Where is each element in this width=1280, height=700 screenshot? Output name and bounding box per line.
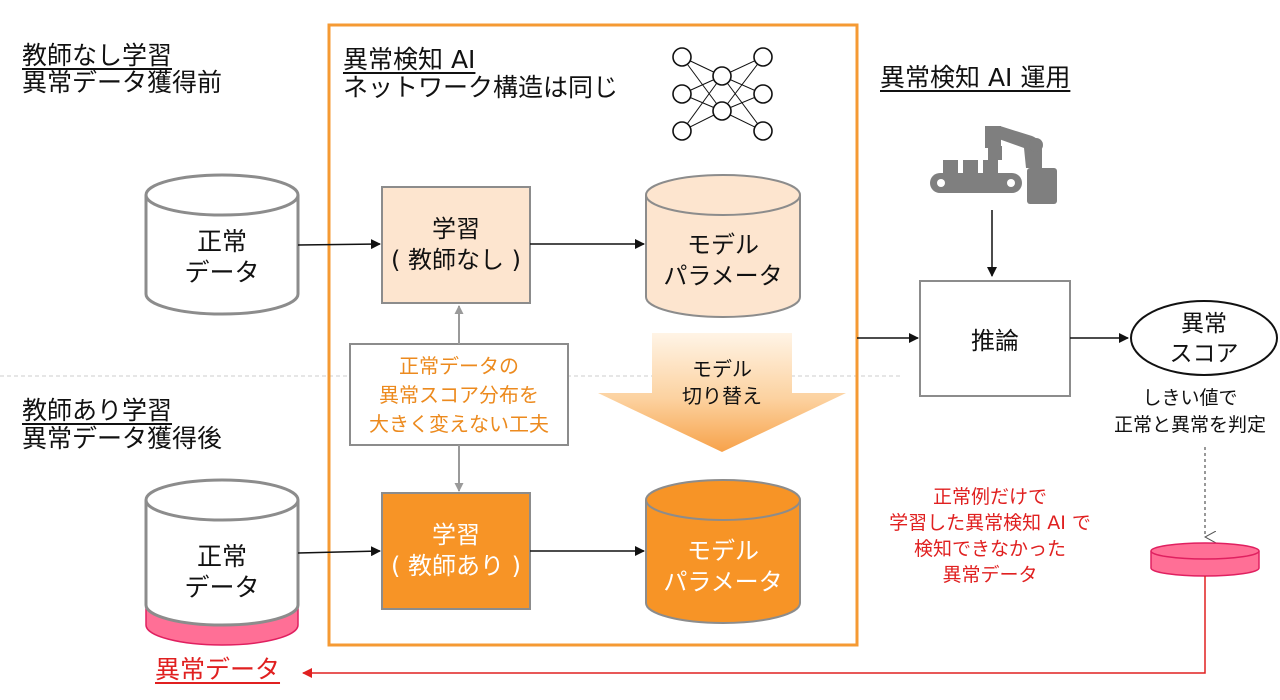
score-line2: スコア xyxy=(1169,341,1239,367)
model-label-line2: パラメータ xyxy=(663,262,783,290)
model-label-line1: モデル xyxy=(687,231,759,259)
missed-anomaly-note: 正常例だけで 学習した異常検知 AI で 検知できなかった 異常データ xyxy=(880,484,1100,588)
operation-title: 異常検知 AI 運用 xyxy=(880,63,1071,92)
anomaly-score-label: 異常 スコア xyxy=(1131,308,1277,370)
neural-network-icon xyxy=(672,47,773,141)
normal-data-label-bottom: 正常 データ xyxy=(146,537,298,607)
data-label-line1: 正常 xyxy=(196,227,247,256)
switch-line2: 切り替え xyxy=(682,384,762,408)
model-label-line1: モデル xyxy=(687,537,759,565)
robot-arm-icon xyxy=(930,126,1057,204)
supervised-subtitle: 異常データ獲得後 xyxy=(22,424,223,453)
threshold-line1: しきい値で xyxy=(1142,387,1238,409)
train-label-line1: 学習 xyxy=(432,521,480,549)
data-label-line2: データ xyxy=(184,258,260,287)
model-switch-label: モデル 切り替え xyxy=(662,356,782,410)
anomaly-score-ellipse xyxy=(1130,300,1278,376)
train-unsupervised-box xyxy=(381,186,531,304)
threshold-text: しきい値で 正常と異常を判定 xyxy=(1100,384,1280,440)
unsupervised-subtitle: 異常データ獲得前 xyxy=(22,68,223,97)
data-label-line2: データ xyxy=(184,573,260,602)
model-params-cylinder-bottom xyxy=(645,479,801,624)
train-label-line2: ( 教師あり ) xyxy=(391,552,521,580)
normal-data-cylinder-top xyxy=(144,173,300,316)
train-label-line1: 学習 xyxy=(432,215,480,243)
model-params-label-bottom: モデル パラメータ xyxy=(646,534,800,600)
model-switch-arrow xyxy=(598,333,846,452)
technique-text: 正常データの 異常スコア分布を 大きく変えない工夫 xyxy=(350,348,568,442)
model-label-line2: パラメータ xyxy=(663,568,783,596)
train-supervised-label: 学習 ( 教師あり ) xyxy=(382,516,530,586)
unsupervised-title: 教師なし学習 xyxy=(22,41,173,70)
anomaly-data-label: 異常データ xyxy=(155,655,281,684)
train-label-line2: ( 教師なし ) xyxy=(391,246,521,274)
missed-line2: 学習した異常検知 AI で xyxy=(889,512,1091,534)
anomaly-feedback-line xyxy=(302,576,1206,678)
data-label-line1: 正常 xyxy=(196,542,247,571)
model-params-cylinder-top xyxy=(645,174,801,318)
technique-line2: 異常スコア分布を xyxy=(379,382,539,407)
normal-data-cylinder-bottom xyxy=(144,478,300,646)
technique-box xyxy=(349,343,569,446)
train-unsupervised-label: 学習 ( 教師なし ) xyxy=(382,210,530,280)
ai-box-subtitle: ネットワーク構造は同じ xyxy=(343,73,619,102)
threshold-line2: 正常と異常を判定 xyxy=(1113,414,1266,436)
model-params-label-top: モデル パラメータ xyxy=(646,228,800,294)
missed-line1: 正常例だけで xyxy=(932,486,1047,508)
missed-line4: 異常データ xyxy=(942,564,1038,586)
switch-line1: モデル xyxy=(692,357,752,381)
inference-label: 推論 xyxy=(971,326,1019,355)
technique-line1: 正常データの xyxy=(399,353,519,378)
score-line1: 異常 xyxy=(1181,311,1227,337)
inference-box xyxy=(919,280,1071,397)
ai-box-title: 異常検知 AI xyxy=(343,45,476,74)
supervised-title: 教師あり学習 xyxy=(22,396,173,425)
missed-anomaly-disk xyxy=(1150,542,1260,577)
technique-line3: 大きく変えない工夫 xyxy=(369,411,549,436)
missed-line3: 検知できなかった xyxy=(913,538,1066,560)
ai-container-box xyxy=(327,23,859,647)
normal-data-label-top: 正常 データ xyxy=(146,222,298,292)
